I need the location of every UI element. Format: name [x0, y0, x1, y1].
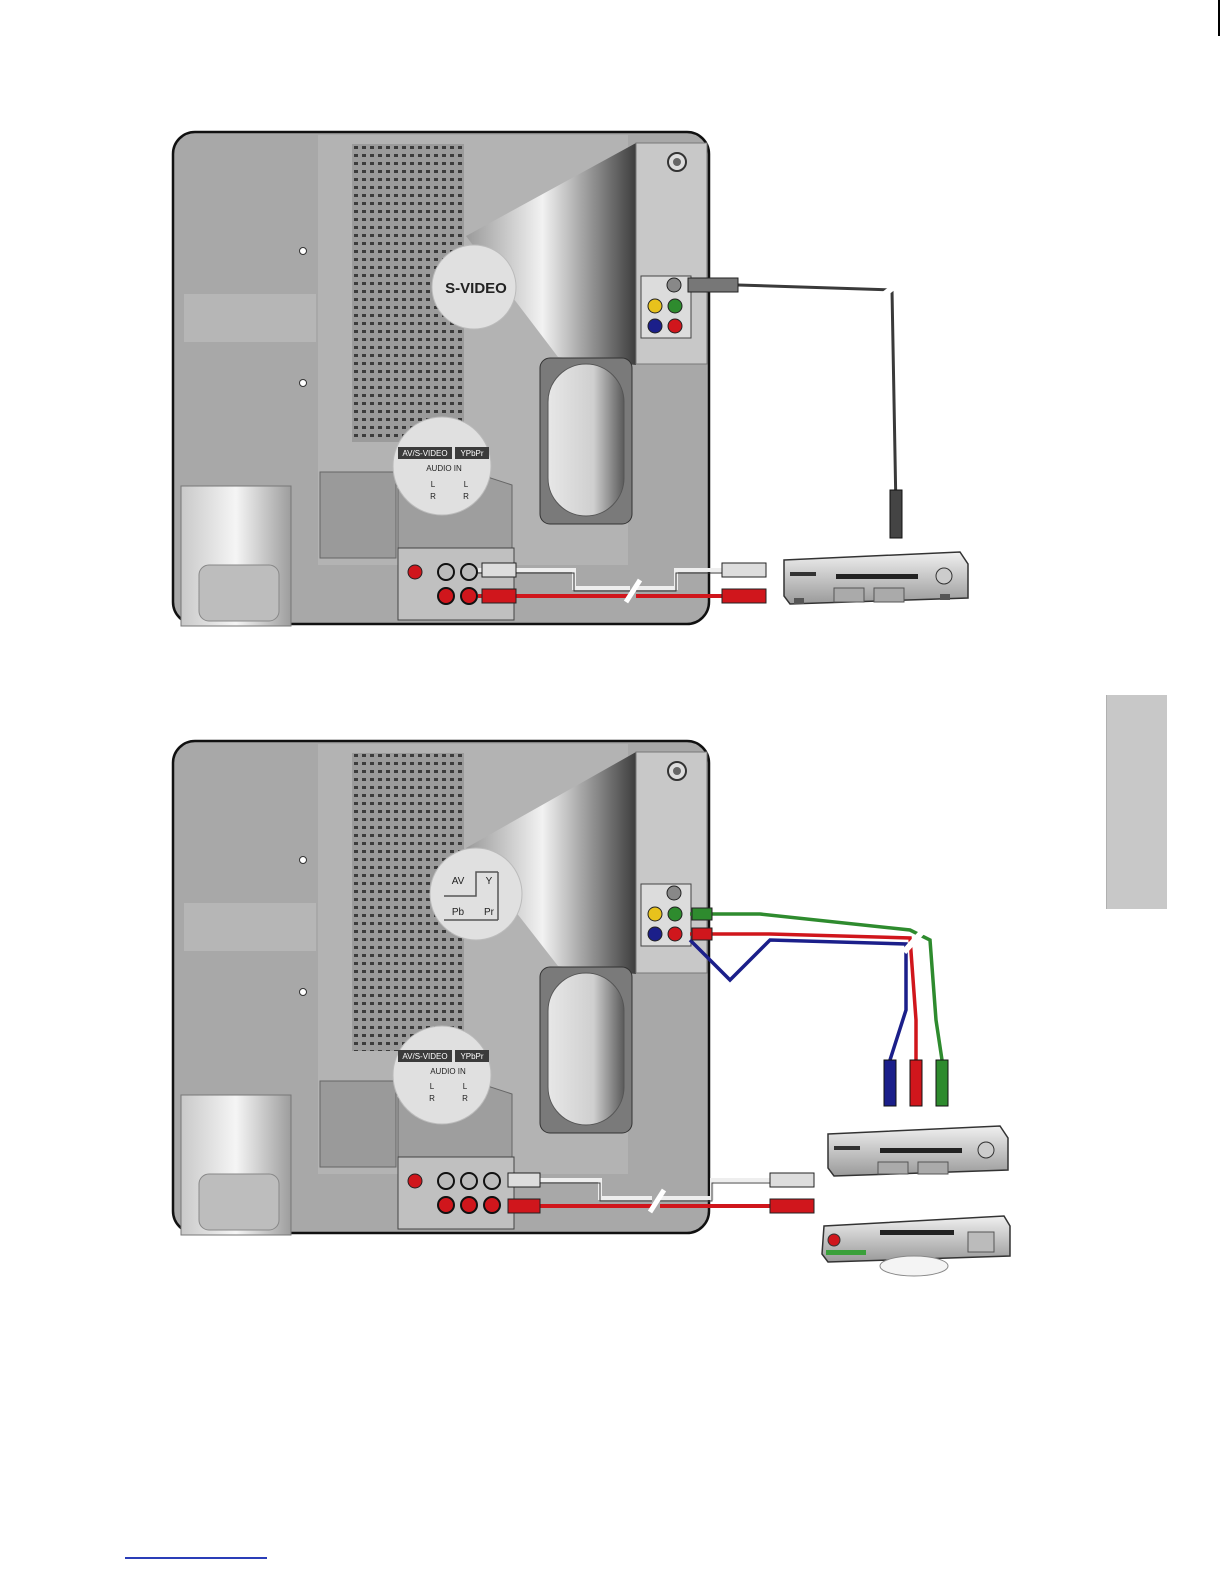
figure1-label-plate: [184, 294, 316, 342]
figure1-svideo-callout: S-VIDEO: [432, 245, 516, 329]
figure1-audio-in-label: AUDIO IN: [426, 464, 462, 473]
figure2-plug-white: [770, 1173, 814, 1187]
figure2-audio-in-label: AUDIO IN: [430, 1067, 466, 1076]
figure2-tab-ypbpr: YPbPr: [460, 1052, 483, 1061]
figure2-plug-red: [770, 1199, 814, 1213]
figure2-cable-red: [690, 934, 916, 1060]
figure1-jack-pr: [668, 319, 682, 333]
figure2-dvd-player: [822, 1216, 1010, 1276]
figure2-monitor-back: [173, 741, 709, 1235]
figure2-plug-y: [936, 1060, 948, 1106]
figure1-jack-video: [648, 299, 662, 313]
figure1-r-av: R: [430, 492, 436, 501]
figure1-audio-panel: [398, 548, 514, 620]
figure2-audio-callout: AV/S-VIDEO YPbPr AUDIO IN L L R R: [393, 1026, 491, 1124]
figure2-label-pr: Pr: [484, 907, 495, 918]
figure2-audio-panel: [398, 1157, 514, 1229]
figure2-l-ypbpr: L: [463, 1082, 468, 1091]
figure2-l-av: L: [430, 1082, 435, 1091]
figure2-plug-pr: [910, 1060, 922, 1106]
figure2-disc-tray: [880, 1256, 948, 1276]
figure2-component-callout: AV Y Pb Pr: [430, 848, 522, 940]
figure1-l-av: L: [431, 480, 436, 489]
figure2-r-av: R: [429, 1094, 435, 1103]
figure1-plug-red: [722, 589, 766, 603]
figure1-r-ypbpr: R: [463, 492, 469, 501]
figure1-plug-white: [722, 563, 766, 577]
figure1-svideo-cable: [688, 285, 896, 510]
figure2-tab-av: AV/S-VIDEO: [402, 1052, 447, 1061]
figure2-label-av: AV: [452, 876, 465, 887]
figure2-plug-pb: [884, 1060, 896, 1106]
figure1-svideo-plug: [890, 490, 902, 538]
figure2-vcr: [828, 1126, 1008, 1176]
figure1-tab-av: AV/S-VIDEO: [402, 449, 447, 458]
figure1-vcr: [784, 552, 968, 604]
figure2-handle: [548, 973, 624, 1125]
figure1-monitor-back: [173, 132, 709, 626]
figure2-r-ypbpr: R: [462, 1094, 468, 1103]
figure1-jack-pb: [648, 319, 662, 333]
figure2-label-pb: Pb: [452, 907, 465, 918]
figure1-l-ypbpr: L: [464, 480, 469, 489]
figure2-cable-blue: [690, 940, 906, 1060]
figure1-jack-y: [668, 299, 682, 313]
figure1-handle: [548, 364, 624, 516]
figure1-svideo-label: S-VIDEO: [445, 280, 507, 297]
figure1-audio-callout: AV/S-VIDEO YPbPr AUDIO IN L L R R: [393, 417, 491, 515]
figure2-label-y: Y: [486, 876, 493, 887]
figure1-tab-ypbpr: YPbPr: [460, 449, 483, 458]
